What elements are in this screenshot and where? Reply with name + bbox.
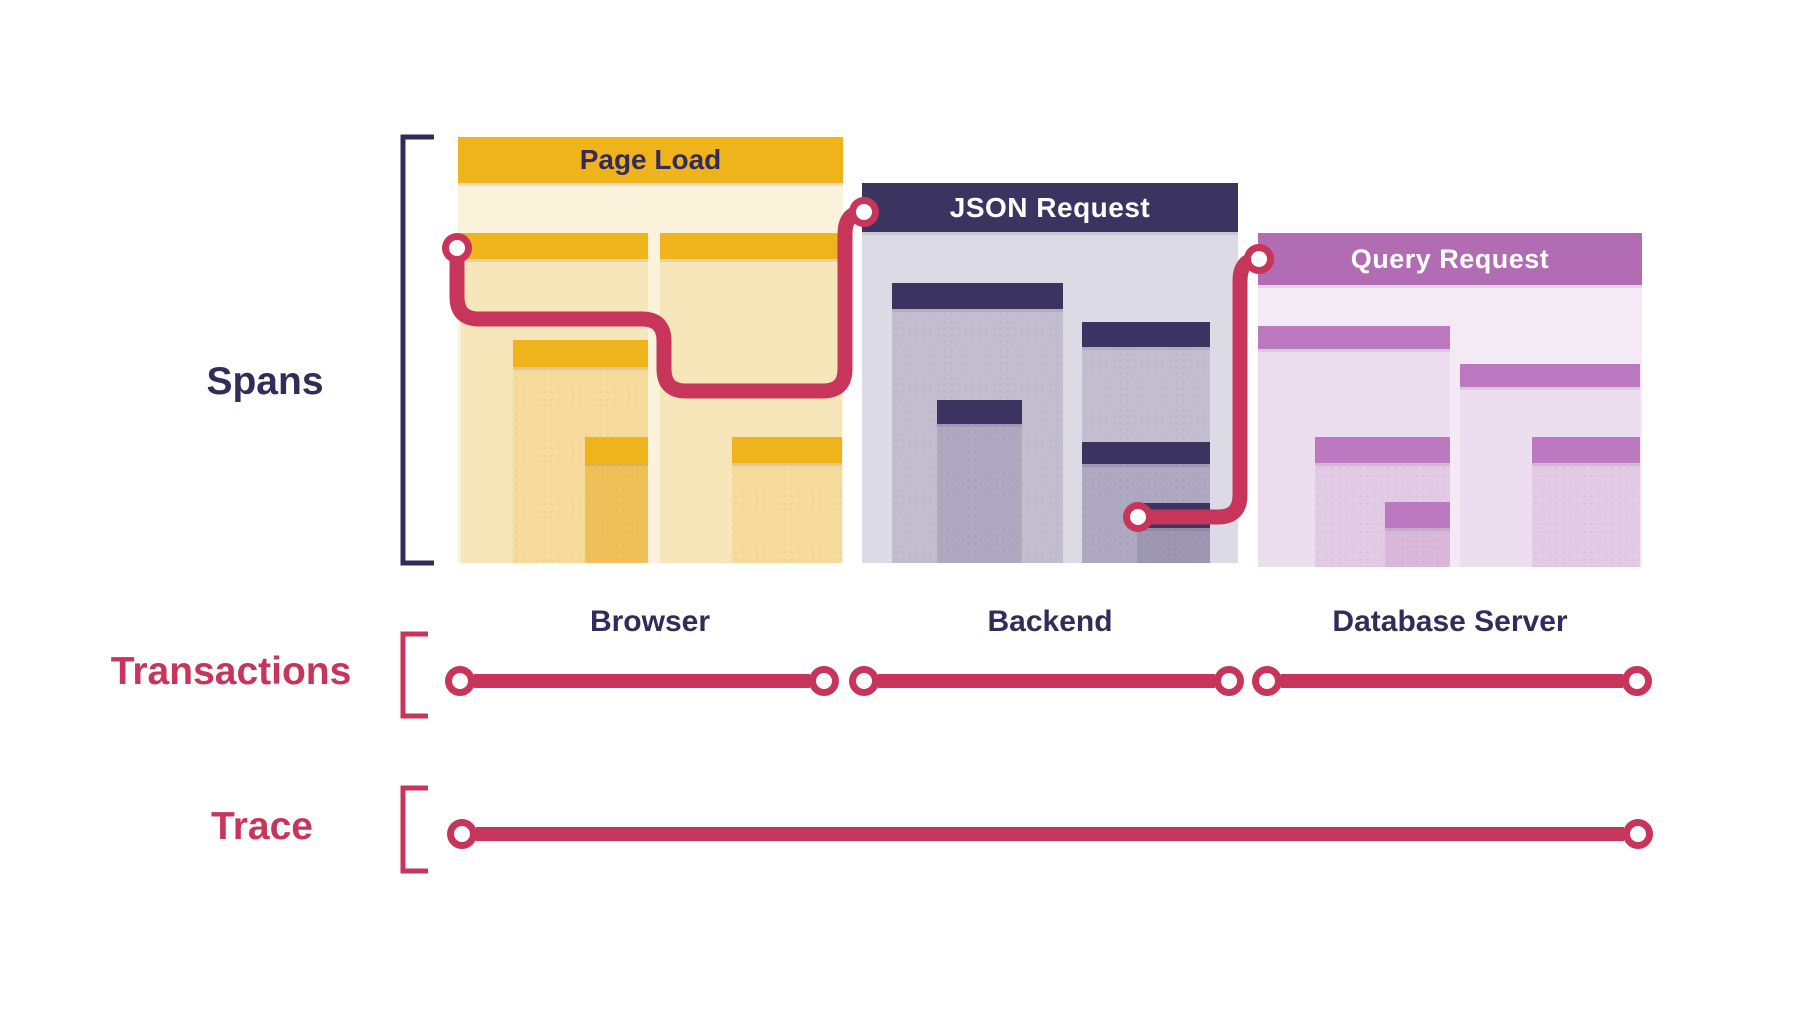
span-header-bar — [1137, 503, 1210, 528]
trace-endpoint — [1623, 819, 1653, 849]
trace-endpoint — [447, 819, 477, 849]
spans-bracket — [400, 134, 434, 566]
span-header-bar — [660, 233, 842, 259]
query-request-title: Query Request — [1350, 243, 1550, 274]
json-request-header: JSON Request — [862, 183, 1238, 232]
transactions-label: Transactions — [110, 650, 352, 693]
page-load-header: Page Load — [458, 137, 843, 183]
database-server-label: Database Server — [1332, 605, 1568, 638]
span-header-bar — [513, 340, 648, 367]
span-header-bar — [585, 437, 648, 463]
span-header-bar — [1315, 437, 1450, 463]
span-header-bar — [732, 437, 842, 463]
transaction-endpoint — [1622, 666, 1652, 696]
spans-label: Spans — [206, 360, 324, 403]
trace-bracket — [400, 785, 428, 874]
trace-label: Trace — [211, 805, 313, 848]
backend-label: Backend — [987, 605, 1113, 638]
transaction-endpoint — [1214, 666, 1244, 696]
browser-label: Browser — [589, 605, 711, 638]
span-header-bar — [1082, 442, 1210, 464]
span-header-bar — [1258, 326, 1450, 349]
transaction-endpoint — [809, 666, 839, 696]
span-header-bar — [937, 400, 1022, 424]
backend-span-grandchild-left — [937, 400, 1022, 563]
transaction-endpoint — [445, 666, 475, 696]
transaction-endpoint — [849, 666, 879, 696]
span-header-bar — [461, 233, 648, 259]
json-request-title: JSON Request — [949, 191, 1151, 223]
page-load-title: Page Load — [579, 144, 722, 175]
transactions-bracket — [400, 631, 428, 719]
span-header-bar — [1385, 502, 1450, 528]
span-header-bar — [892, 283, 1063, 309]
span-header-bar — [1082, 322, 1210, 347]
query-request-header: Query Request — [1258, 233, 1642, 285]
span-header-bar — [1532, 437, 1640, 463]
span-header-bar — [1460, 364, 1640, 387]
transaction-endpoint — [1252, 666, 1282, 696]
